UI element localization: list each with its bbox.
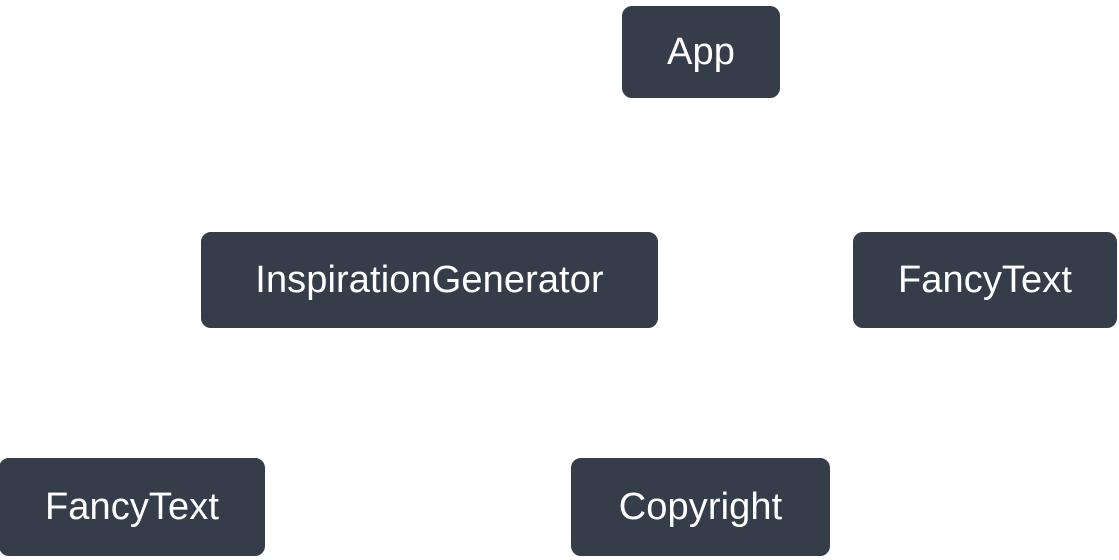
- edge-inspiration-to-fancytext: [127, 393, 211, 455]
- edge-inspiration-to-copyright: [629, 393, 703, 455]
- edge-app-junction-left: [618, 157, 704, 172]
- edge-inspiration-junction-right: [426, 384, 512, 399]
- edge-label-app-to-fancytext: renders: [815, 155, 895, 182]
- node-copyright[interactable]: Copyright: [567, 454, 834, 560]
- edge-label-app-to-inspiration: renders: [516, 155, 596, 182]
- node-copyright-label: Copyright: [618, 486, 783, 528]
- edge-label-inspiration-to-copyright: renders: [530, 382, 610, 409]
- node-fancytext-bottom-label: FancyText: [44, 486, 220, 528]
- node-inspiration-generator[interactable]: InspirationGenerator: [197, 228, 662, 332]
- node-inspiration-generator-label: InspirationGenerator: [255, 259, 604, 301]
- edge-app-to-inspiration: [411, 166, 494, 228]
- edge-inspiration-junction-left: [346, 384, 432, 399]
- node-app-label: App: [667, 31, 735, 73]
- edge-app-to-fancytext: [910, 166, 986, 228]
- edge-label-inspiration-to-fancytext: renders: [233, 382, 313, 409]
- node-app[interactable]: App: [618, 2, 784, 102]
- node-fancytext-bottom[interactable]: FancyText: [0, 454, 269, 560]
- edge-app-junction-right: [698, 157, 784, 172]
- node-fancytext-right-label: FancyText: [897, 259, 1073, 301]
- node-fancytext-right[interactable]: FancyText: [849, 228, 1119, 332]
